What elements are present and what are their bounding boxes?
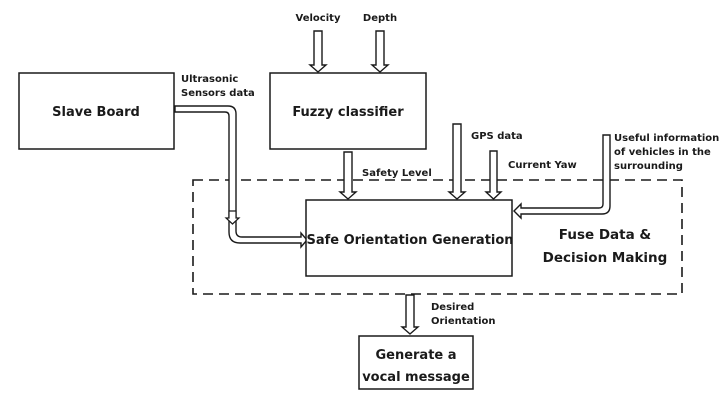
desired-orientation-arrow [400, 294, 420, 335]
current-yaw-label: Current Yaw [508, 160, 577, 171]
fuse-data-label-line1: Fuse Data & [559, 227, 652, 243]
desired-orientation-label-line2: Orientation [431, 316, 496, 327]
safe-orientation-block [305, 199, 513, 277]
vocal-message-block [358, 335, 474, 390]
ultrasonic-label-line2: Sensors data [181, 88, 255, 99]
slave-board-label: Slave Board [52, 105, 140, 120]
depth-arrow [370, 30, 390, 73]
useful-info-label-line3: surrounding [614, 161, 683, 172]
vocal-message-label-line1: Generate a [375, 348, 456, 363]
ultrasonic-data-arrow [174, 105, 308, 249]
safety-level-label: Safety Level [362, 168, 432, 179]
safe-orientation-label: Safe Orientation Generation [306, 233, 513, 248]
depth-label: Depth [363, 13, 397, 24]
slave-board-block [18, 72, 175, 150]
ultrasonic-arrowhead-mark [224, 210, 241, 225]
ultrasonic-label-line1: Ultrasonic [181, 74, 238, 85]
safety-level-arrow [338, 151, 358, 200]
useful-information-arrow [513, 134, 611, 220]
gps-data-label: GPS data [471, 131, 523, 142]
useful-info-label-line2: of vehicles in the [614, 147, 711, 158]
useful-info-label-line1: Useful information [614, 133, 719, 144]
fuzzy-classifier-label: Fuzzy classifier [292, 105, 404, 120]
velocity-arrow [308, 30, 328, 73]
velocity-label: Velocity [296, 13, 341, 24]
fuzzy-classifier-block [269, 72, 427, 150]
gps-data-arrow [447, 123, 467, 200]
desired-orientation-label-line1: Desired [431, 302, 474, 313]
fuse-data-label-line2: Decision Making [543, 250, 668, 266]
current-yaw-arrow [484, 150, 503, 200]
fuse-data-group [192, 179, 683, 295]
vocal-message-label-line2: vocal message [362, 370, 470, 385]
